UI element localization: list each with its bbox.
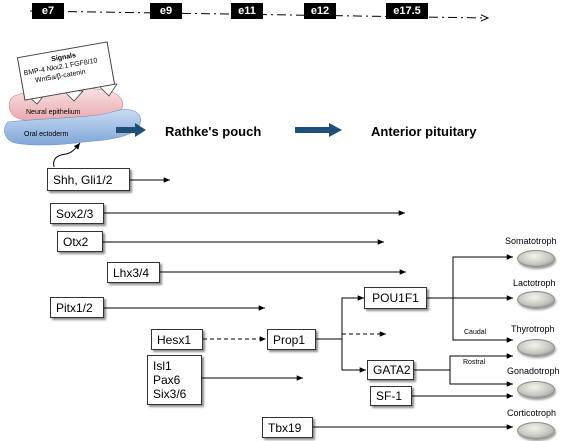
stage-e12: e12 [304,3,336,19]
tbx19-box: Tbx19 [262,417,313,438]
pou-to-thyrotroph-arrow [452,298,513,343]
hesx-box: Hesx1 [151,329,203,350]
pax-label: Pax6 [153,373,181,387]
stage-e17-5: e17.5 [386,3,428,19]
oral-ectoderm-label: Oral ectoderm [24,131,69,138]
thyrotroph-cell-icon [517,339,555,356]
stage-e7: e7 [32,3,64,19]
prop-to-pou-arrow [341,295,364,339]
otx-box: Otx2 [57,231,103,252]
somatotroph-cell-icon [517,250,555,267]
sf1-box: SF-1 [370,386,412,406]
stage-e9: e9 [150,3,182,19]
caudal-label: Caudal [464,329,487,336]
gata-to-gonadotroph-arrow [449,370,513,387]
prop-to-gata-arrow [341,339,366,373]
rostral-label: Rostral [463,359,486,366]
pitx-box: Pitx1/2 [50,297,104,318]
lhx-box: Lhx3/4 [107,262,160,283]
anterior-pituitary-label: Anterior pituitary [371,124,477,139]
pou-to-somatotroph-arrow [452,254,513,298]
pou1f1-box: POU1F1 [364,287,427,309]
isl-label: Isl1 [153,359,172,373]
corticotroph-cell-icon [517,422,555,439]
somatotroph-label: Somatotroph [505,236,557,246]
six-label: Six3/6 [153,387,187,401]
oral-ectoderm-layer [4,109,141,146]
corticotroph-label: Corticotroph [507,408,557,418]
thyrotroph-label: Thyrotroph [511,324,555,334]
isl-pax-six-box: Isl1 Pax6 Six3/6 [147,355,202,405]
block-arrow-rathke [116,123,146,137]
stage-e11: e11 [231,3,263,19]
sox-box: Sox2/3 [50,203,104,224]
neural-epithelium-label: Neural epithelium [26,109,81,116]
shh-to-ectoderm-arrow [53,142,81,168]
lactotroph-cell-icon [517,291,555,308]
gonadotroph-cell-icon [517,381,555,398]
rathkes-pouch-label: Rathke's pouch [165,124,262,139]
prop-box: Prop1 [267,329,316,350]
shh-gli-box: Shh, Gli1/2 [47,168,130,191]
lactotroph-label: Lactotroph [513,278,556,288]
block-arrow-anterior [295,123,342,137]
gata2-box: GATA2 [367,360,414,380]
gonadotroph-label: Gonadotroph [507,366,560,376]
gata-to-thyrotroph-arrow [449,353,513,370]
